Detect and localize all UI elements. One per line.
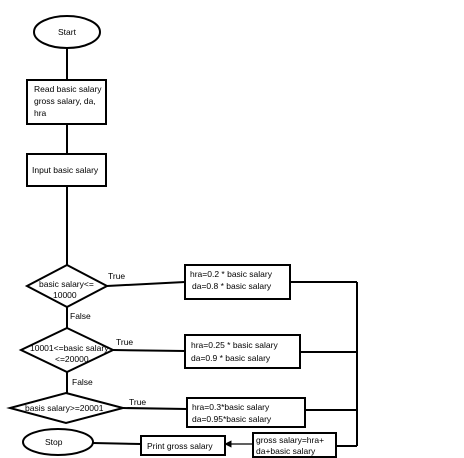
gross-label-line2: da+basic salary — [256, 446, 316, 456]
input-label: Input basic salary — [32, 165, 99, 175]
action1-label-line2: da=0.8 * basic salary — [192, 281, 272, 291]
action2-label-line2: da=0.9 * basic salary — [191, 353, 271, 363]
action3-box — [186, 397, 306, 428]
decision3-diamond — [6, 391, 127, 425]
true2-label: True — [116, 337, 133, 347]
read-label-line3: hra — [34, 108, 47, 118]
action2-box — [184, 334, 301, 369]
action3-label-line2: da=0.95*basic salary — [192, 414, 272, 424]
action1-box — [184, 264, 291, 300]
gross-box — [252, 432, 337, 458]
false2-label: False — [72, 377, 93, 387]
edge-true3 — [122, 407, 188, 410]
edge-print-stop — [92, 442, 142, 445]
edge-true1 — [106, 281, 186, 287]
gross-label-line1: gross salary=hra+ — [256, 435, 324, 445]
action1-label-line1: hra=0.2 * basic salary — [190, 269, 273, 279]
print-label: Print gross salary — [147, 441, 213, 451]
start-terminal — [33, 15, 101, 49]
true3-label: True — [129, 397, 146, 407]
decision2-label-line2: <=20000 — [55, 354, 89, 364]
read-box — [26, 79, 107, 125]
action2-label-line1: hra=0.25 * basic salary — [191, 340, 278, 350]
decision1-label-line2: 10000 — [53, 290, 77, 300]
edge-true2 — [112, 349, 186, 352]
read-label-line1: Read basic salary — [34, 84, 102, 94]
read-label-line2: gross salary, da, — [34, 96, 96, 106]
input-box — [26, 153, 107, 187]
decision1-diamond — [24, 263, 110, 309]
decision2-label-line1: 10001<=basic salary — [30, 343, 109, 353]
decision1-label-line1: basic salary<= — [39, 279, 94, 289]
false1-label: False — [70, 311, 91, 321]
decision2-diamond — [18, 326, 116, 374]
start-label: Start — [58, 27, 77, 37]
decision3-label: basis salary>=20001 — [25, 403, 104, 413]
stop-label: Stop — [45, 437, 63, 447]
print-box — [140, 435, 226, 456]
action3-label-line1: hra=0.3*basic salary — [192, 402, 270, 412]
stop-terminal — [22, 428, 94, 456]
true1-label: True — [108, 271, 125, 281]
